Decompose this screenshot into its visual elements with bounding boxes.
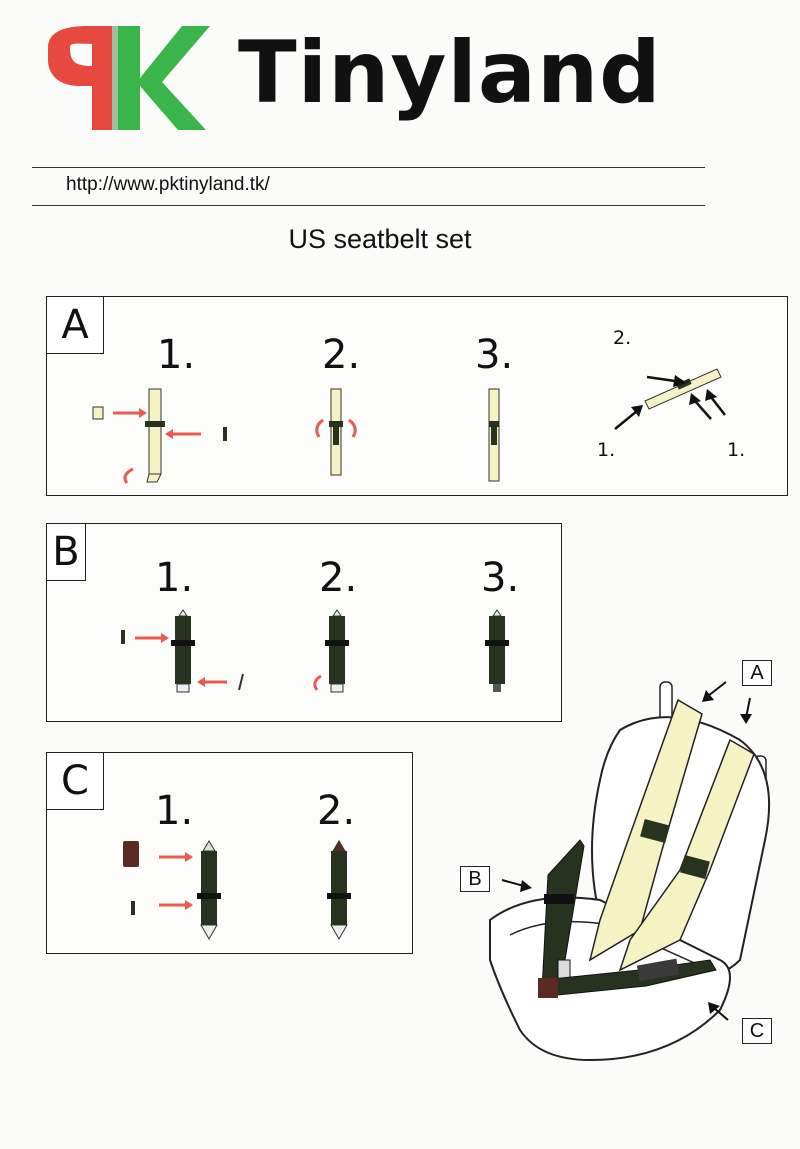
panel-b-step-2: 2.: [319, 555, 358, 601]
panel-b-step-3: 3.: [481, 555, 520, 601]
seat-callout-c: C: [742, 1018, 772, 1044]
seat-callout-a: A: [742, 660, 772, 686]
panel-b-label: B: [46, 523, 86, 581]
panel-a-detail-step: 2.: [613, 327, 632, 349]
panel-b-illustration: [121, 609, 509, 693]
header-divider-bottom: [32, 205, 705, 206]
page-title: US seatbelt set: [288, 224, 472, 254]
panel-a: A 1. 2. 3. 2. 1. 1.: [46, 296, 788, 496]
panel-a-step-2: 2.: [322, 332, 361, 378]
belt-buckle: [145, 421, 165, 427]
panel-c-illustration: [123, 840, 351, 941]
panel-c-step-2: 2.: [317, 788, 356, 834]
brand-name: Tinyland: [238, 23, 662, 123]
website-link[interactable]: http://www.pktinyland.tk/: [66, 174, 270, 195]
seat-illustration: [489, 681, 771, 1062]
panel-a-step-1: 1.: [157, 332, 196, 378]
panel-b: B 1. 2. 3.: [46, 523, 562, 722]
pk-logo: [40, 20, 215, 135]
panel-b-step-1: 1.: [155, 555, 194, 601]
panel-a-detail-right: 1.: [727, 439, 746, 461]
header-divider-top: [32, 167, 705, 168]
panel-c-step-1: 1.: [155, 788, 194, 834]
panel-a-illustration: [92, 368, 726, 484]
panel-a-label: A: [46, 296, 104, 354]
panel-c: C 1. 2.: [46, 752, 413, 954]
panel-a-detail-left: 1.: [597, 439, 616, 461]
panel-a-step-3: 3.: [475, 332, 514, 378]
belt-end-piece: [92, 406, 104, 420]
belt-strap: [148, 388, 162, 475]
panel-c-label: C: [46, 752, 104, 810]
seat-callout-b: B: [460, 866, 490, 892]
